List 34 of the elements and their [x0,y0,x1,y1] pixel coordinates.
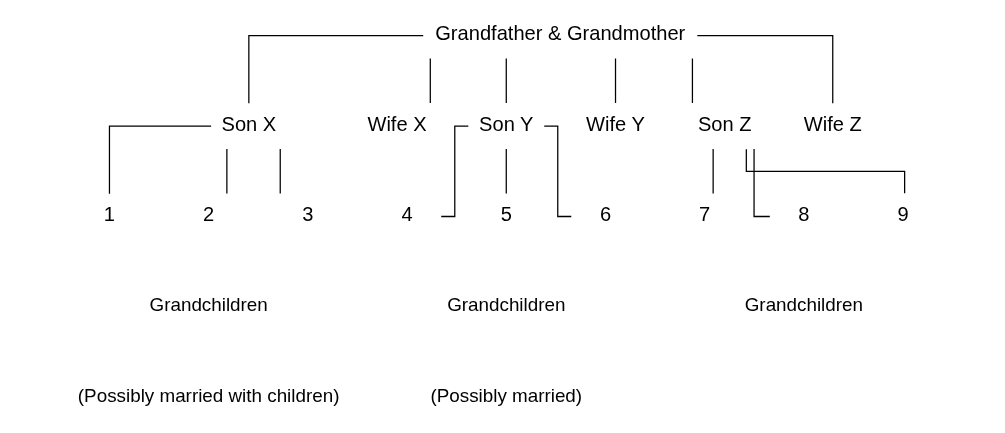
connector [279,148,281,194]
connector [712,148,714,194]
connector [505,148,507,194]
node-text: 6 [599,203,612,226]
node-text: Wife X [367,112,427,135]
node-text: 7 [699,203,711,226]
node-text: Wife Z [803,112,862,135]
connector [691,57,694,104]
connector [108,125,212,195]
node-text: 8 [798,203,810,226]
connector [753,148,771,218]
node-text: 9 [897,203,909,226]
label: Grandchildren [149,294,268,316]
label: (Possibly married) [430,384,583,406]
connector [248,35,424,104]
connector [226,148,228,194]
node-text: Son Y [479,112,534,135]
label: (Possibly married with children) [77,384,340,406]
connector [696,35,834,104]
label: Grandchildren [447,294,566,316]
connector [614,57,617,104]
connector [505,57,507,104]
connector [429,57,431,104]
node-text: Son Z [697,112,752,135]
label: Grandchildren [744,294,863,316]
node-text: Wife Y [586,112,645,135]
node-text: Son X [221,112,277,135]
connector [745,148,906,194]
node-text: 5 [500,203,512,226]
node-text: 3 [302,203,314,226]
node-text: Grandfather & Grandmother [435,22,686,45]
node-text: 1 [103,203,116,226]
node-text: 4 [401,203,413,226]
node-text: 2 [203,203,215,226]
